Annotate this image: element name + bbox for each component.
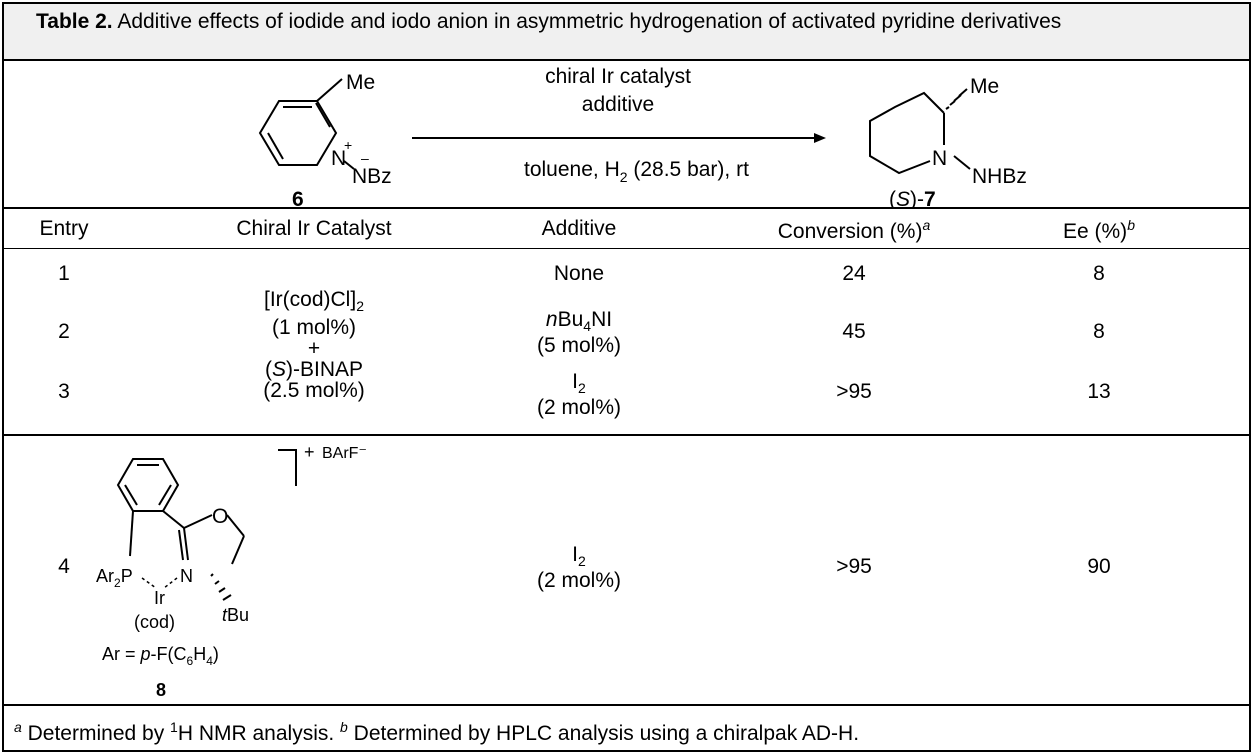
product-id: (S)-7 (889, 188, 936, 207)
cat8-counterion: BArF⁻ (322, 445, 367, 462)
cat8-o: O (212, 505, 228, 528)
cat8-n: N (180, 566, 193, 586)
row3-additive: I2 (2 mol%) (536, 370, 621, 420)
caption-label: Table 2. (36, 10, 113, 33)
row4-conversion: >95 (836, 555, 872, 578)
row2-additive: nBu4NI (5 mol%) (536, 308, 621, 358)
reaction-scheme-drawing: Me N + – NBz 6 chiral Ir catalyst additi… (258, 65, 1027, 211)
row4-ee: 90 (1087, 555, 1111, 578)
row3-conversion: >95 (836, 380, 872, 403)
product-7-structure (869, 91, 971, 175)
substrate-n: N (331, 147, 346, 170)
row1-conversion: 24 (842, 262, 866, 285)
product-hash-bond (945, 88, 968, 110)
header-entry: Entry (39, 217, 89, 240)
caption-text: Additive effects of iodide and iodo anio… (112, 10, 1062, 33)
cat8-ar-definition: Ar = p-F(C6H4) (102, 644, 219, 668)
row2-entry: 2 (58, 320, 70, 343)
arrow-condition-2: additive (582, 93, 654, 116)
row3-ee: 13 (1087, 380, 1111, 403)
substrate-6-structure (258, 78, 355, 170)
table-caption: Table 2. Additive effects of iodide and … (4, 4, 1249, 61)
arrow-condition-3: toluene, H2 (28.5 bar), rt (524, 158, 749, 185)
reaction-arrow-head (814, 133, 826, 143)
row1-additive: None (553, 262, 605, 285)
cat8-plus: + (304, 442, 315, 462)
substrate-me: Me (346, 71, 375, 94)
header-ee: Ee (%)b (1063, 217, 1135, 243)
product-me: Me (970, 75, 999, 98)
row2-conversion: 45 (842, 320, 866, 343)
cat8-tbu: tBu (222, 605, 249, 625)
product-nhbz: NHBz (972, 165, 1027, 188)
substrate-id: 6 (292, 188, 304, 207)
table-footnote: a Determined by 1H NMR analysis. b Deter… (4, 704, 1249, 752)
table-header-row: Entry Chiral Ir Catalyst Additive Conver… (4, 209, 1249, 249)
row2-ee: 8 (1093, 320, 1105, 343)
header-catalyst: Chiral Ir Catalyst (236, 217, 392, 240)
catalyst-8-structure: O + BArF⁻ Ar2P Ir N (cod) tBu Ar = p-F(C… (96, 442, 367, 700)
catalyst-group-text: [Ir(cod)Cl]2 (1 mol%) + (S)-BINAP (2.5 m… (263, 288, 365, 403)
row1-entry: 1 (58, 262, 70, 285)
cat8-ar2p: Ar2P (96, 566, 133, 590)
row3-entry: 3 (58, 380, 70, 403)
substrate-nbz: NBz (352, 165, 392, 188)
row-group-separator (4, 434, 1249, 436)
row4-entry: 4 (58, 555, 70, 578)
substrate-minus: – (361, 150, 369, 166)
header-conversion: Conversion (%)a (777, 217, 931, 243)
row1-ee: 8 (1093, 262, 1105, 285)
cat8-ir: Ir (154, 588, 165, 608)
arrow-condition-1: chiral Ir catalyst (545, 65, 691, 88)
cat8-id: 8 (156, 680, 166, 700)
header-additive: Additive (541, 217, 617, 240)
cat8-cod: (cod) (134, 612, 175, 632)
reaction-scheme: Me N + – NBz 6 chiral Ir catalyst additi… (4, 61, 1249, 211)
product-n: N (932, 147, 947, 170)
substrate-plus: + (344, 137, 352, 153)
row4-additive: I2 (2 mol%) (536, 543, 621, 593)
